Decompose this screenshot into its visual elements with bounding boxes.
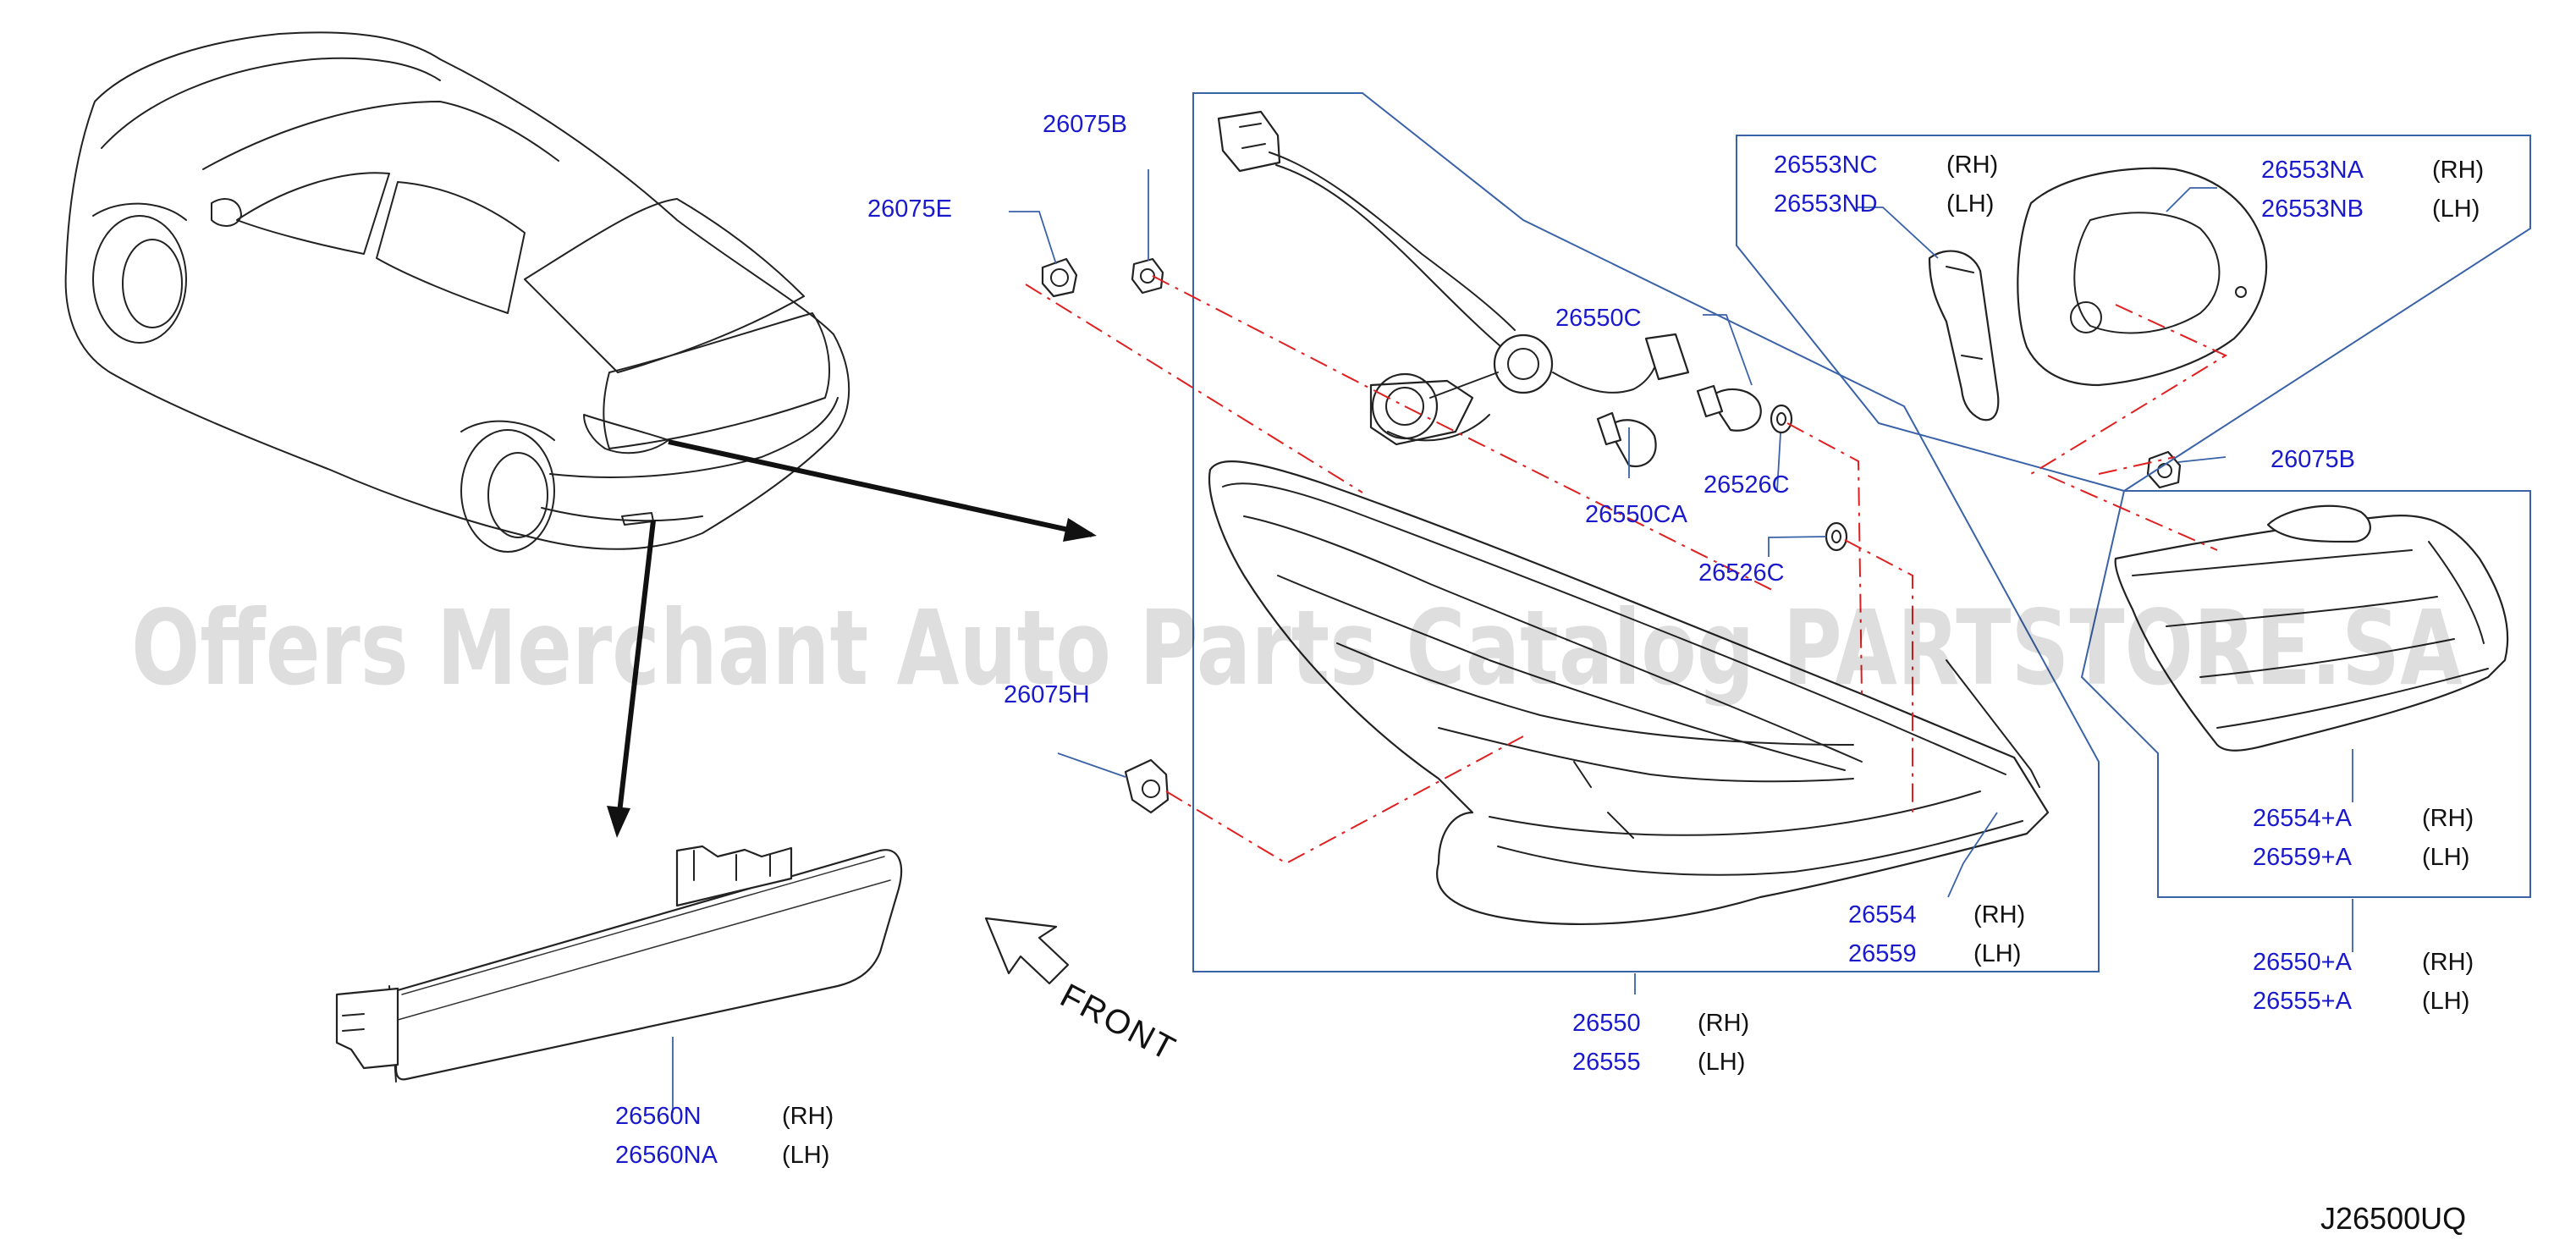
callout-26550: 26550	[1572, 1010, 1641, 1037]
callout-26553ND: 26553ND	[1774, 190, 1878, 218]
callout-26554A: 26554+A	[2253, 805, 2353, 832]
callout-26526C-lower: 26526C	[1698, 559, 1785, 587]
callout-26559: 26559	[1848, 940, 1917, 967]
bulbs	[1596, 384, 1848, 552]
callout-26550C: 26550C	[1555, 305, 1642, 332]
callout-26550CA: 26550CA	[1585, 501, 1688, 528]
callout-26560N-side: (RH)	[782, 1103, 834, 1130]
vehicle-illustration	[64, 31, 1097, 838]
callout-26526C-upper: 26526C	[1704, 471, 1790, 499]
callout-26553NC: 26553NC	[1774, 151, 1878, 179]
diagram-reference-code: J26500UQ	[2320, 1201, 2466, 1236]
callout-26555: 26555	[1572, 1049, 1641, 1076]
callout-26553NB-side: (LH)	[2432, 196, 2480, 223]
callout-26559-side: (LH)	[1973, 940, 2021, 967]
front-label: FRONT	[1054, 977, 1182, 1068]
front-direction-marker: FRONT	[984, 917, 1182, 1068]
callout-26075B-top: 26075B	[1043, 111, 1127, 138]
clips	[1041, 257, 2182, 814]
callout-26560NA: 26560NA	[615, 1142, 718, 1169]
callout-26550A: 26550+A	[2253, 949, 2353, 976]
callout-26554-side: (RH)	[1973, 901, 2025, 928]
callout-26075B-right: 26075B	[2271, 446, 2355, 473]
callout-26553ND-side: (LH)	[1946, 190, 1994, 218]
inner-lamp-group-outline	[2080, 490, 2531, 898]
callout-26075E: 26075E	[867, 196, 952, 223]
callout-26559A: 26559+A	[2253, 844, 2353, 871]
callout-26553NA: 26553NA	[2261, 157, 2364, 184]
inner-combination-lamp	[2114, 504, 2509, 752]
lamp-seals	[1928, 167, 2268, 421]
callout-26553NC-side: (RH)	[1946, 151, 1998, 179]
callout-26554: 26554	[1848, 901, 1917, 928]
callout-26554A-side: (RH)	[2422, 805, 2474, 832]
callout-26550A-side: (RH)	[2422, 949, 2474, 976]
callout-26560NA-side: (LH)	[782, 1142, 829, 1169]
callout-26559A-side: (LH)	[2422, 844, 2469, 871]
lamp-harness	[1217, 110, 1690, 446]
combination-lamp-group-outline	[1192, 92, 2100, 972]
callout-26555-side: (LH)	[1698, 1049, 1745, 1076]
assembly-guide-lines	[1025, 275, 2228, 865]
callout-26075H: 26075H	[1004, 681, 1090, 708]
callout-26555A-side: (LH)	[2422, 988, 2469, 1015]
callout-leaders	[672, 169, 2353, 1113]
callout-26553NA-side: (RH)	[2432, 157, 2484, 184]
outer-combination-lamp	[1208, 460, 2050, 925]
callout-26550-side: (RH)	[1698, 1010, 1749, 1037]
callout-labels: 26075B 26075E 26075H 26550C 26550CA 2652…	[615, 111, 2484, 1236]
callout-26555A: 26555+A	[2253, 988, 2353, 1015]
callout-26560N: 26560N	[615, 1103, 702, 1130]
watermark: Offers Merchant Auto Parts Catalog PARTS…	[131, 588, 2463, 708]
callout-26553NB: 26553NB	[2261, 196, 2364, 223]
side-marker-lamp	[335, 845, 903, 1082]
